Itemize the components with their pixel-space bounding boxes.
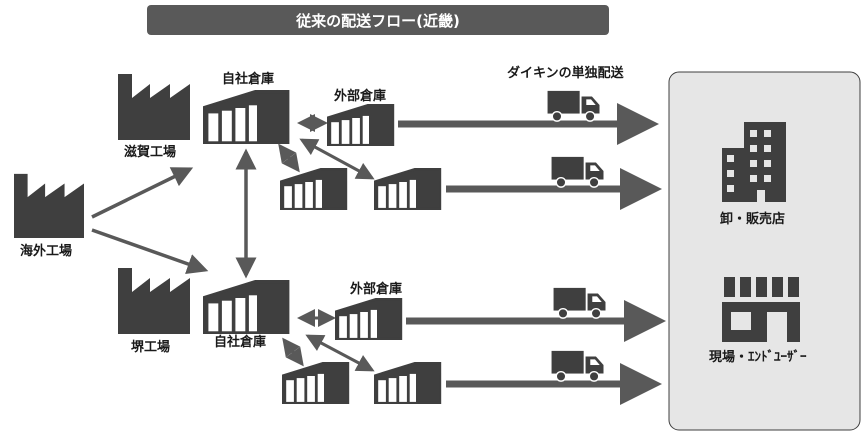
flow-arrow [299,138,375,180]
warehouse-icon [203,90,290,144]
flow-arrow [91,167,194,219]
shiga-factory-label: 滋賀工場 [124,145,177,160]
site-enduser-label: 現場・ｴﾝﾄﾞﾕｰｻﾞｰ [709,350,807,365]
warehouse-icon [335,298,403,340]
truck-icon [547,90,601,122]
factory-icon [118,74,190,140]
own-warehouse-label-bottom: 自社倉庫 [214,335,267,350]
overseas-factory-label: 海外工場 [20,244,73,259]
flow-arrow [282,337,304,367]
truck-icon [551,350,605,382]
shop-building-icon [722,277,800,342]
external-warehouse-label-top: 外部倉庫 [334,89,387,104]
sakai-factory-label: 堺工場 [131,340,171,355]
daikin-delivery-label: ダイキンの単独配送 [507,66,624,81]
warehouse-icon [374,168,442,210]
flow-arrow [278,143,300,173]
warehouse-icon [374,362,442,404]
factory-icon [118,268,190,334]
warehouse-icon [327,104,395,146]
warehouse-icon [282,362,350,404]
diagram-title: 従来の配送フロー(近畿) [147,5,609,35]
warehouse-icon [203,280,290,334]
factory-icon [14,173,84,238]
destination-panel [668,71,861,431]
wholesale-label: 卸・販売店 [720,212,786,227]
warehouse-icon [280,168,348,210]
truck-icon [551,156,605,188]
office-building-icon [722,122,786,202]
truck-icon [553,287,607,319]
own-warehouse-label-top: 自社倉庫 [222,72,275,87]
external-warehouse-label-bottom: 外部倉庫 [350,282,403,297]
flow-arrow [305,334,375,372]
flow-arrow [91,228,209,275]
